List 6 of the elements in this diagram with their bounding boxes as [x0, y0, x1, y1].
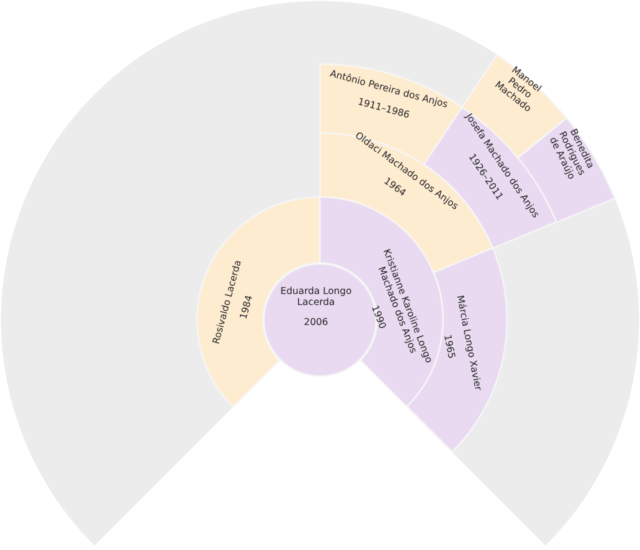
person-name: Eduarda Longo Lacerda: [279, 287, 353, 309]
life-dates: 1990: [368, 304, 388, 331]
life-dates: 1984: [239, 294, 256, 321]
life-dates: 1965: [440, 334, 456, 360]
person-name: Márcia Longo Xavier: [454, 294, 482, 392]
life-dates: 2006: [304, 318, 328, 329]
